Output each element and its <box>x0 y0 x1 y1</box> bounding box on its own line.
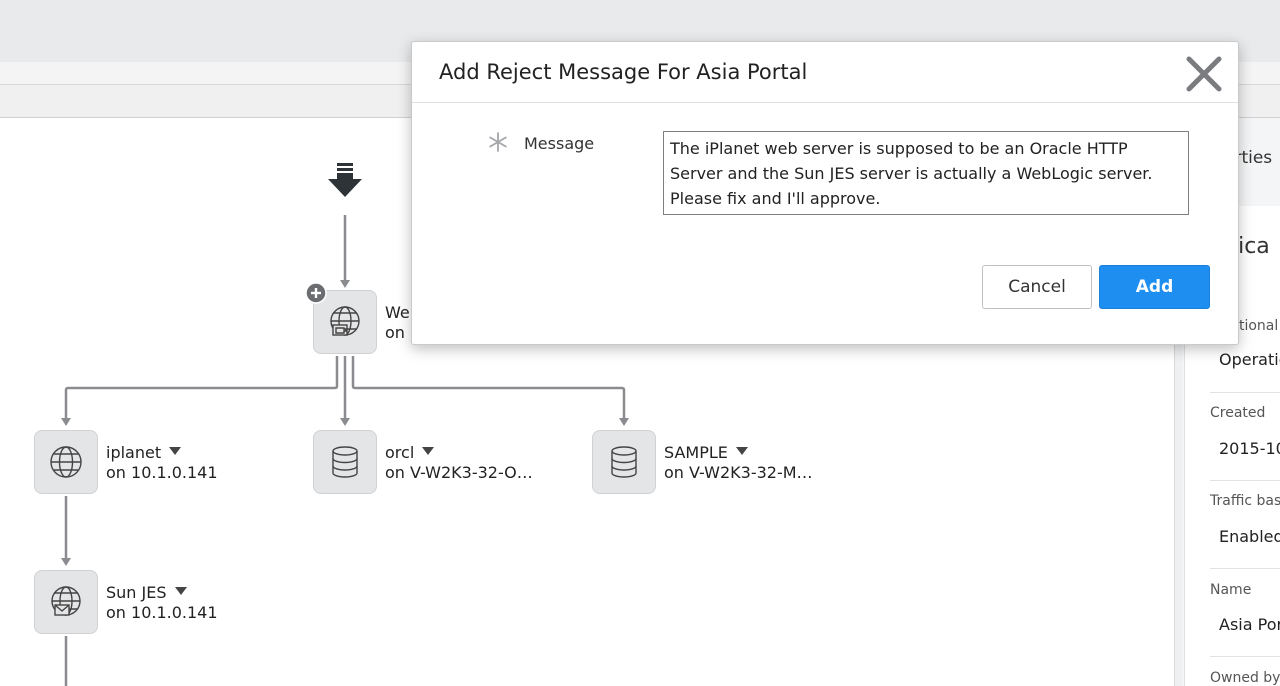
field-value-created: 2015-10- <box>1219 439 1280 458</box>
dialog-header: Add Reject Message For Asia Portal <box>412 42 1238 103</box>
reject-message-dialog: Add Reject Message For Asia Portal Messa… <box>411 41 1239 345</box>
cancel-button[interactable]: Cancel <box>982 265 1092 309</box>
web-app-icon <box>330 306 360 336</box>
node-orcl-name: orcl <box>385 443 415 462</box>
node-sample-label[interactable]: SAMPLE <box>664 443 748 463</box>
divider <box>1210 568 1280 569</box>
field-label-name: Name <box>1210 582 1252 598</box>
caret-down-icon[interactable] <box>422 447 435 455</box>
dialog-title: Add Reject Message For Asia Portal <box>439 60 808 84</box>
field-label-traffic: Traffic base <box>1210 493 1280 509</box>
caret-down-icon[interactable] <box>735 447 748 455</box>
node-sun-jes-label[interactable]: Sun JES <box>106 583 187 603</box>
database-icon <box>611 446 637 478</box>
expand-plus-icon[interactable] <box>305 282 327 304</box>
node-iplanet[interactable] <box>34 430 98 494</box>
node-orcl-host: on V-W2K3-32-O… <box>385 463 533 482</box>
required-asterisk-icon <box>489 132 507 152</box>
node-sample[interactable] <box>592 430 656 494</box>
node-web-top-name: We <box>385 303 410 322</box>
node-sun-jes[interactable] <box>34 570 98 634</box>
divider <box>1210 656 1280 657</box>
node-orcl-label[interactable]: orcl <box>385 443 435 463</box>
node-iplanet-label[interactable]: iplanet <box>106 443 182 463</box>
caret-down-icon[interactable] <box>174 587 187 595</box>
field-label-created: Created <box>1210 405 1266 421</box>
node-sample-name: SAMPLE <box>664 443 728 462</box>
start-arrow-icon <box>328 163 362 197</box>
divider <box>1210 480 1280 481</box>
node-web-top[interactable] <box>313 290 377 354</box>
node-sample-host: on V-W2K3-32-M… <box>664 463 813 482</box>
database-icon <box>332 446 358 478</box>
field-value-operational: Operatio <box>1219 350 1280 369</box>
panel-resize-handle[interactable] <box>1174 118 1183 686</box>
field-value-traffic: Enabled <box>1219 527 1280 546</box>
field-value-name: Asia Por <box>1219 615 1280 634</box>
add-button[interactable]: Add <box>1099 265 1210 309</box>
caret-down-icon[interactable] <box>169 447 182 455</box>
web-mail-server-icon <box>51 586 81 616</box>
node-web-top-host: on <box>385 323 405 342</box>
divider <box>1210 392 1280 393</box>
node-sun-jes-name: Sun JES <box>106 583 167 602</box>
message-label: Message <box>524 134 595 153</box>
message-textarea[interactable] <box>663 131 1189 215</box>
node-iplanet-name: iplanet <box>106 443 162 462</box>
node-orcl[interactable] <box>313 430 377 494</box>
close-icon[interactable] <box>1184 54 1224 94</box>
node-sun-jes-host: on 10.1.0.141 <box>106 603 218 622</box>
node-iplanet-host: on 10.1.0.141 <box>106 463 218 482</box>
globe-icon <box>50 446 82 478</box>
field-label-owned-by: Owned by <box>1210 670 1280 686</box>
